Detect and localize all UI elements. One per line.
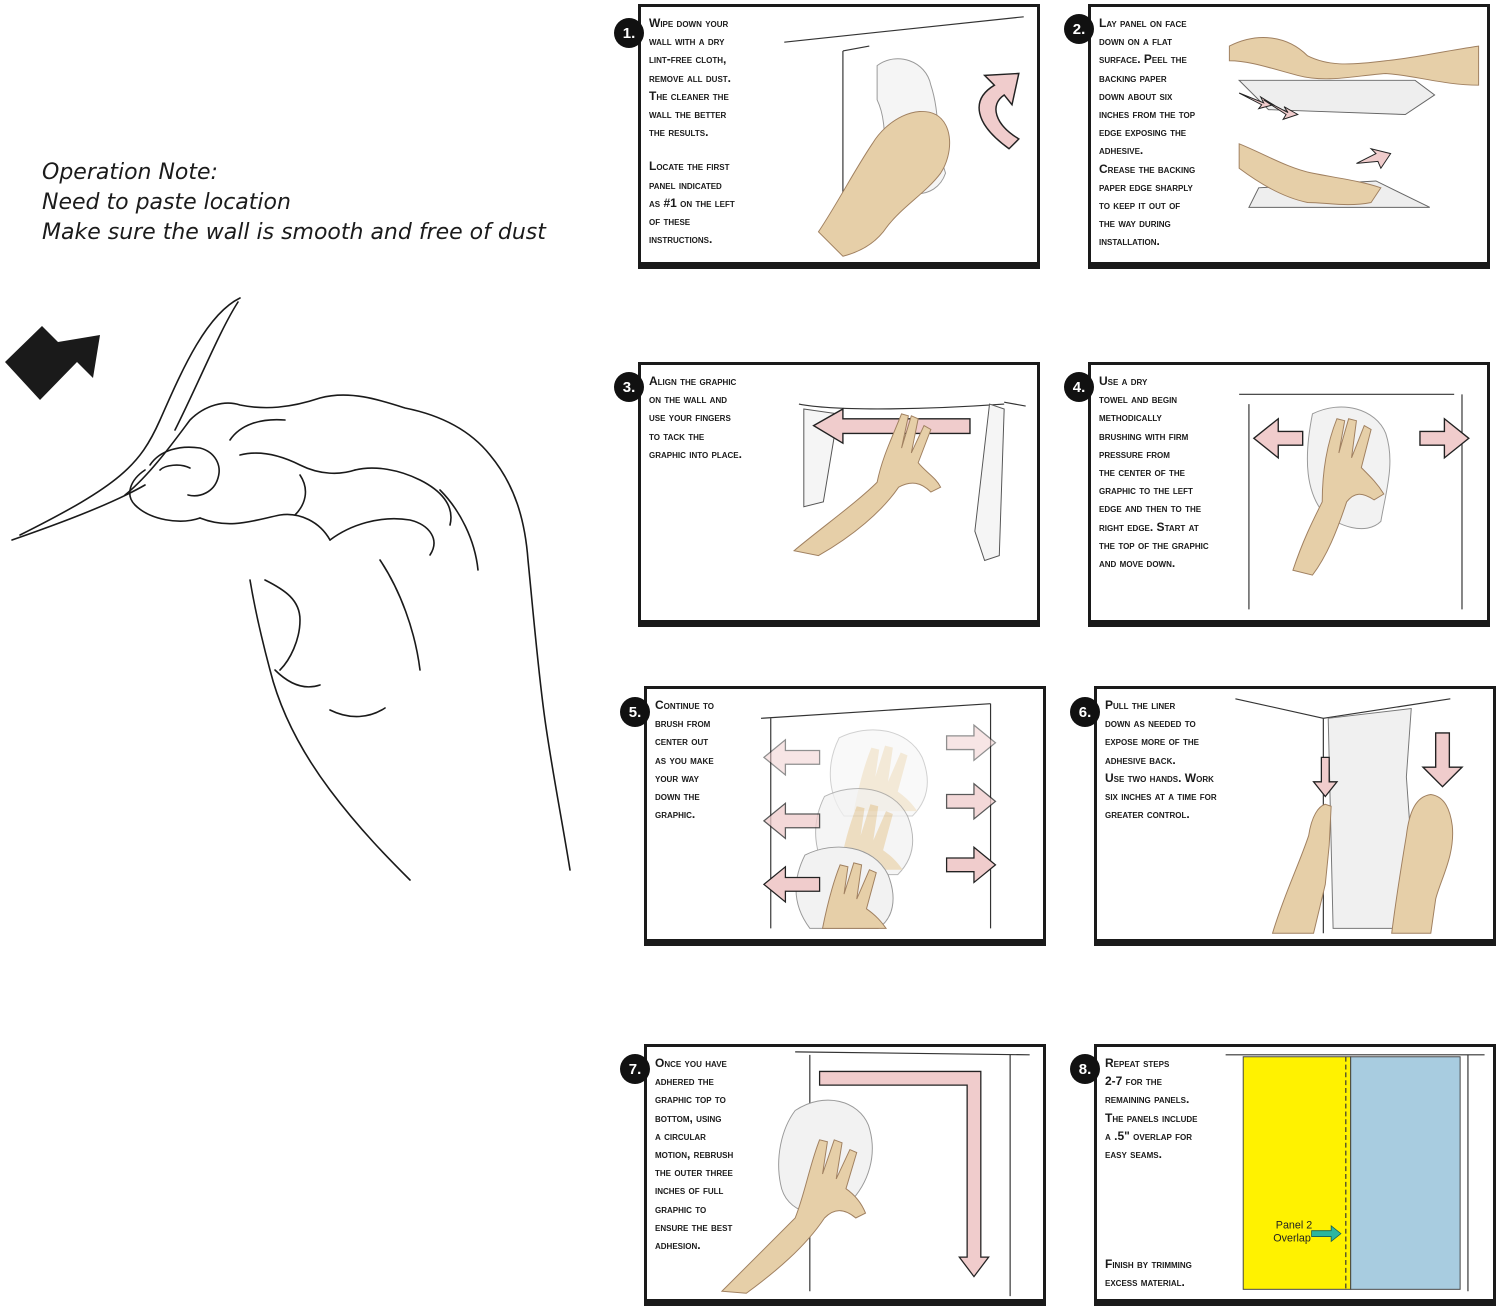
peel-backing-illustration bbox=[1228, 37, 1480, 208]
step-4-number-badge: 4. bbox=[1064, 372, 1094, 402]
pointer-arrow-icon bbox=[5, 326, 100, 400]
rebrush-edges-illustration bbox=[720, 1051, 1030, 1297]
panel-2-blue bbox=[1350, 1056, 1461, 1290]
overlap-label-line2: Overlap bbox=[1273, 1232, 1311, 1244]
hand-peeling-illustration bbox=[5, 297, 571, 881]
step-7-number-badge: 7. bbox=[620, 1054, 650, 1084]
overlap-panels-diagram: Panel 2 Overlap bbox=[1225, 1054, 1485, 1292]
panel-1-yellow bbox=[1242, 1056, 1352, 1290]
note-line-location: Need to paste location bbox=[42, 190, 291, 215]
align-graphic-illustration bbox=[792, 401, 1026, 562]
overlap-arrow-icon bbox=[1311, 1224, 1342, 1243]
pull-liner-illustration bbox=[1235, 698, 1464, 934]
step-6-number-badge: 6. bbox=[1070, 697, 1100, 727]
wiping-wall-illustration bbox=[784, 16, 1024, 257]
towel-brushing-illustration bbox=[1239, 393, 1470, 610]
overlap-label-line1: Panel 2 bbox=[1276, 1220, 1312, 1232]
note-line-wall: Make sure the wall is smooth and free of… bbox=[42, 220, 546, 245]
step-1-number-badge: 1. bbox=[614, 18, 644, 48]
step-3-number-badge: 3. bbox=[614, 372, 644, 402]
operation-note: Operation Note: Need to paste location M… bbox=[42, 158, 602, 248]
brush-center-out-illustration bbox=[760, 703, 997, 929]
step-8-number-badge: 8. bbox=[1070, 1054, 1100, 1084]
note-title: Operation Note: bbox=[42, 160, 218, 185]
step-5-number-badge: 5. bbox=[620, 697, 650, 727]
step-2-number-badge: 2. bbox=[1064, 14, 1094, 44]
